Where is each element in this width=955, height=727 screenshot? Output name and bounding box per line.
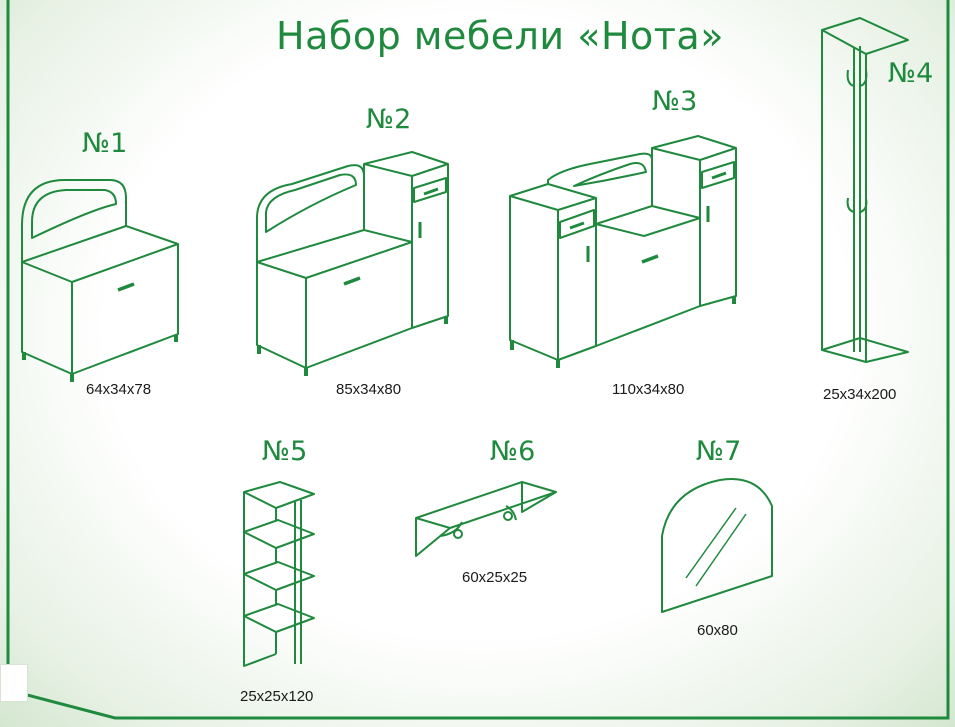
item-2-number: №2 [366,104,412,135]
item-3-dimensions: 110x34x80 [612,381,685,398]
item-7-number: №7 [696,436,742,467]
item-1-number: №1 [82,128,128,159]
item-5-dimensions: 25x25x120 [240,688,314,705]
item-7-dimensions: 60x80 [697,622,738,639]
item-4-number: №4 [888,58,934,89]
page-title: Набор мебели «Нота» [276,14,724,58]
item-2-dimensions: 85x34x80 [336,381,402,398]
item-4-dimensions: 25x34x200 [823,386,897,403]
item-5-number: №5 [262,436,308,467]
item-6-dimensions: 60x25x25 [462,569,528,586]
item-1-dimensions: 64x34x78 [86,381,152,398]
corner-tab [0,664,28,702]
item-6-number: №6 [490,436,536,467]
item-3-number: №3 [652,86,698,117]
